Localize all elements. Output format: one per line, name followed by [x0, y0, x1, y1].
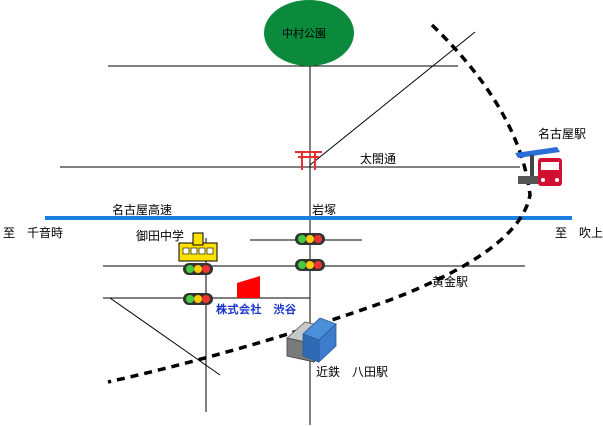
school-building-icon	[178, 232, 218, 262]
station-label-hatta: 近鉄 八田駅	[316, 365, 389, 379]
building-icon	[286, 317, 337, 363]
road-diag-sw	[109, 297, 221, 376]
direction-left-label: 至 千音時	[3, 226, 64, 240]
company-label: 株式会社 渋谷	[216, 303, 297, 316]
road-label-taiko: 太閤通	[360, 152, 397, 166]
railway-line	[107, 23, 532, 384]
train-station-icon	[515, 147, 562, 186]
red-flag-marker-icon	[237, 276, 260, 298]
expressway-label: 名古屋高速	[112, 203, 173, 217]
park-marker	[264, 0, 354, 66]
road-diagonal	[309, 31, 476, 166]
traffic-light-south	[183, 293, 213, 305]
park-label: 中村公園	[282, 27, 326, 40]
direction-right-label: 至 吹上	[555, 226, 603, 240]
station-label-kogane: 黄金駅	[432, 275, 469, 289]
roads	[60, 31, 525, 425]
station-label-nagoya: 名古屋駅	[538, 127, 587, 141]
school-label: 御田中学	[136, 229, 185, 243]
road-label-iwazuka: 岩塚	[312, 203, 337, 217]
traffic-light-main	[295, 259, 325, 271]
traffic-light-school	[183, 263, 213, 275]
traffic-light-iwazuka	[295, 233, 325, 245]
torii-gate-icon	[295, 151, 322, 170]
